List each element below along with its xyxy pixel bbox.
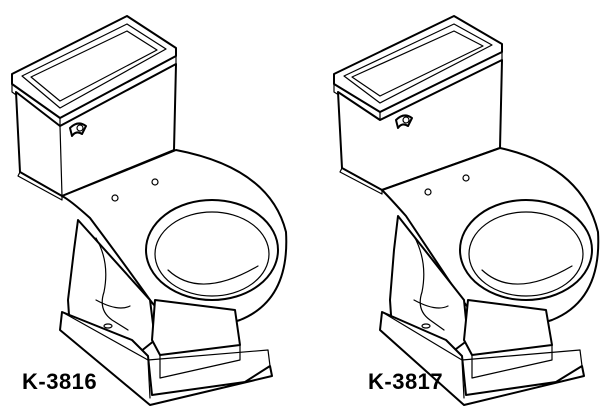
toilet-line-art <box>11 15 288 406</box>
model-label: K-3816 <box>22 369 98 394</box>
toilet-drawing-k3817 <box>306 0 611 409</box>
model-label: K-3817 <box>368 369 444 394</box>
toilet-drawing-k3816 <box>11 15 288 406</box>
toilet-line-art <box>333 15 600 406</box>
